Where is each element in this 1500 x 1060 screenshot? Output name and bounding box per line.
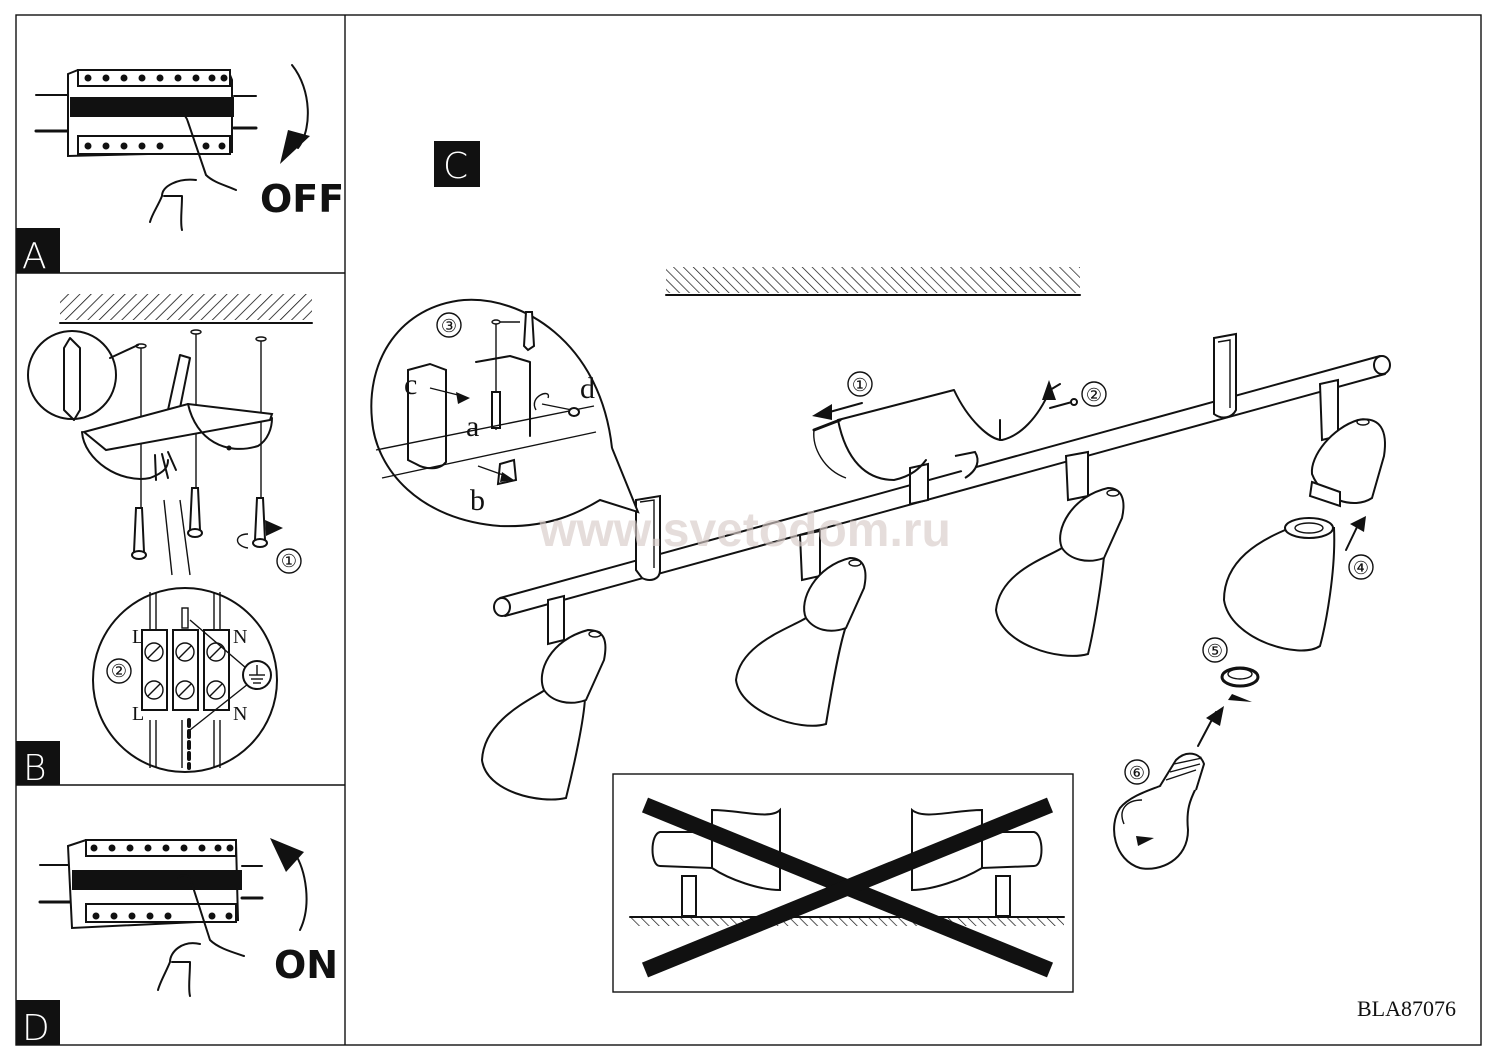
step-1-marker xyxy=(847,371,873,397)
ceiling-bracket xyxy=(635,332,1237,581)
spotlight-disassembled xyxy=(1222,378,1386,652)
page-frame xyxy=(15,14,1482,1046)
arrow-head-icon xyxy=(270,838,304,872)
panel-d: ON D xyxy=(16,838,338,1049)
rotate-arrow-icon xyxy=(265,520,283,536)
svg-text:②: ② xyxy=(111,661,127,681)
ceiling-hatch xyxy=(666,267,1080,293)
cross-out-line xyxy=(641,797,1054,978)
terminal-label-l: L xyxy=(132,626,144,648)
screw-icon xyxy=(131,487,268,560)
panel-b: ① L L N N xyxy=(16,294,313,789)
panel-a: OFF A xyxy=(16,64,344,277)
svg-text:④: ④ xyxy=(1353,558,1369,578)
spotlight xyxy=(734,529,867,727)
prohibited-mounting-warning xyxy=(612,773,1074,993)
bracket-detail xyxy=(370,298,640,528)
on-label: ON xyxy=(274,943,338,987)
panel-c: C ① ② xyxy=(370,141,1391,993)
terminal-label-n: N xyxy=(233,626,247,648)
spotlight xyxy=(480,594,607,801)
arrow-left-icon xyxy=(812,404,832,420)
step-2-marker xyxy=(106,658,132,684)
watermark: www.svetodom.ru xyxy=(538,504,951,557)
circuit-breaker-panel xyxy=(38,838,264,930)
arrow-up-icon xyxy=(1042,380,1056,400)
panel-b-badge-letter: B xyxy=(23,748,47,789)
step-3-marker xyxy=(436,312,462,338)
detail-letter-a: a xyxy=(466,410,479,443)
panel-c-badge-letter: C xyxy=(443,146,468,187)
arrow-up-icon xyxy=(1350,516,1366,532)
panel-a-badge xyxy=(16,228,60,273)
panel-c-badge xyxy=(434,141,480,187)
step-4-marker xyxy=(1348,554,1374,580)
light-bulb-icon xyxy=(1113,752,1206,870)
ceiling-hatch xyxy=(60,294,312,320)
detail-letter-b: b xyxy=(470,484,485,517)
svg-text:①: ① xyxy=(281,551,297,571)
step-6-marker xyxy=(1124,759,1150,785)
circuit-breaker-panel xyxy=(34,69,258,158)
arrow-head-icon xyxy=(280,130,310,164)
terminal-block xyxy=(141,592,272,770)
svg-text:⑥: ⑥ xyxy=(1129,763,1145,783)
cable xyxy=(167,354,191,411)
detail-letter-c: c xyxy=(404,368,417,401)
off-label: OFF xyxy=(260,177,344,221)
detail-letter-d: d xyxy=(580,372,595,405)
terminal-label-l: L xyxy=(132,703,144,725)
spotlight xyxy=(994,450,1125,657)
wall-plug-detail xyxy=(27,330,117,420)
svg-text:⑤: ⑤ xyxy=(1207,641,1223,661)
terminal-label-n: N xyxy=(233,703,247,725)
step-5-marker xyxy=(1202,637,1228,663)
panel-d-badge-letter: D xyxy=(22,1008,50,1049)
rotate-arrow-icon xyxy=(293,851,308,931)
step-1-marker xyxy=(276,548,302,574)
lamp-ring xyxy=(1220,666,1260,688)
panel-b-badge xyxy=(16,741,60,785)
mounting-plate xyxy=(81,402,274,452)
svg-text:②: ② xyxy=(1086,385,1102,405)
svg-text:③: ③ xyxy=(441,316,457,336)
svg-text:①: ① xyxy=(852,375,868,395)
panel-a-badge-letter: A xyxy=(22,236,47,277)
hand-icon xyxy=(149,112,237,231)
panel-d-badge xyxy=(16,1000,60,1045)
model-code: BLA87076 xyxy=(1357,996,1456,1021)
hand-icon xyxy=(157,874,245,997)
canopy-cover xyxy=(812,383,1061,481)
arrow-up-icon xyxy=(1206,706,1224,726)
step-2-marker xyxy=(1081,381,1107,407)
